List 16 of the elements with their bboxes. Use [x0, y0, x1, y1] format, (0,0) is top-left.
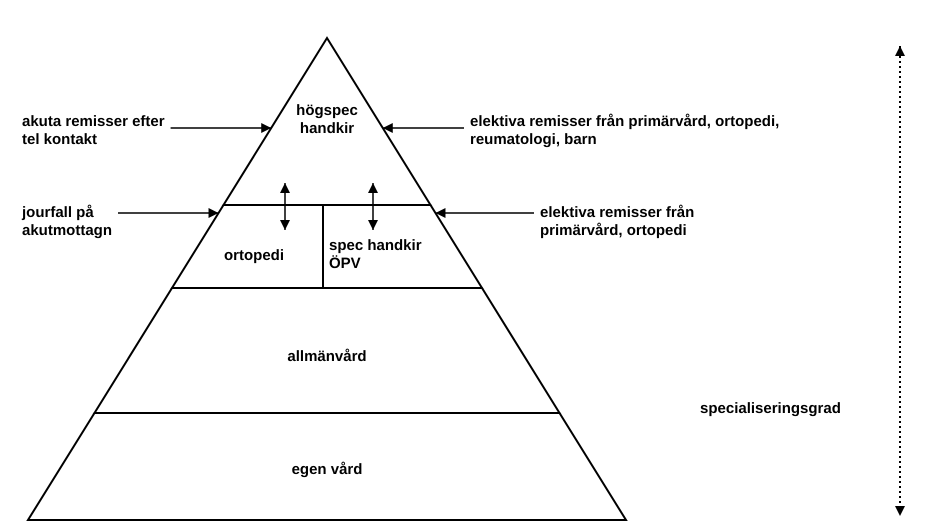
arrow — [435, 208, 534, 218]
referral-text: elektiva remisser från primärvård, ortopedi, reumatologi, barn — [470, 113, 870, 149]
referral-text: akuta remisser efter tel kontakt — [22, 113, 172, 149]
arrow — [368, 183, 378, 230]
tier-label: högspec handkir — [295, 102, 359, 138]
arrow — [170, 123, 272, 133]
axis-label: specialiseringsgrad — [700, 400, 842, 418]
arrow — [118, 208, 219, 218]
tier-label: spec handkir ÖPV — [329, 237, 423, 273]
arrow — [382, 123, 464, 133]
referral-text: jourfall på akutmottagn — [22, 204, 142, 240]
referral-text: elektiva remisser från primärvård, ortopedi — [540, 204, 760, 240]
arrow — [280, 183, 290, 230]
tier-label: allmänvård — [286, 348, 368, 366]
tier-label: ortopedi — [224, 247, 285, 265]
tier-label: egen vård — [290, 461, 364, 479]
